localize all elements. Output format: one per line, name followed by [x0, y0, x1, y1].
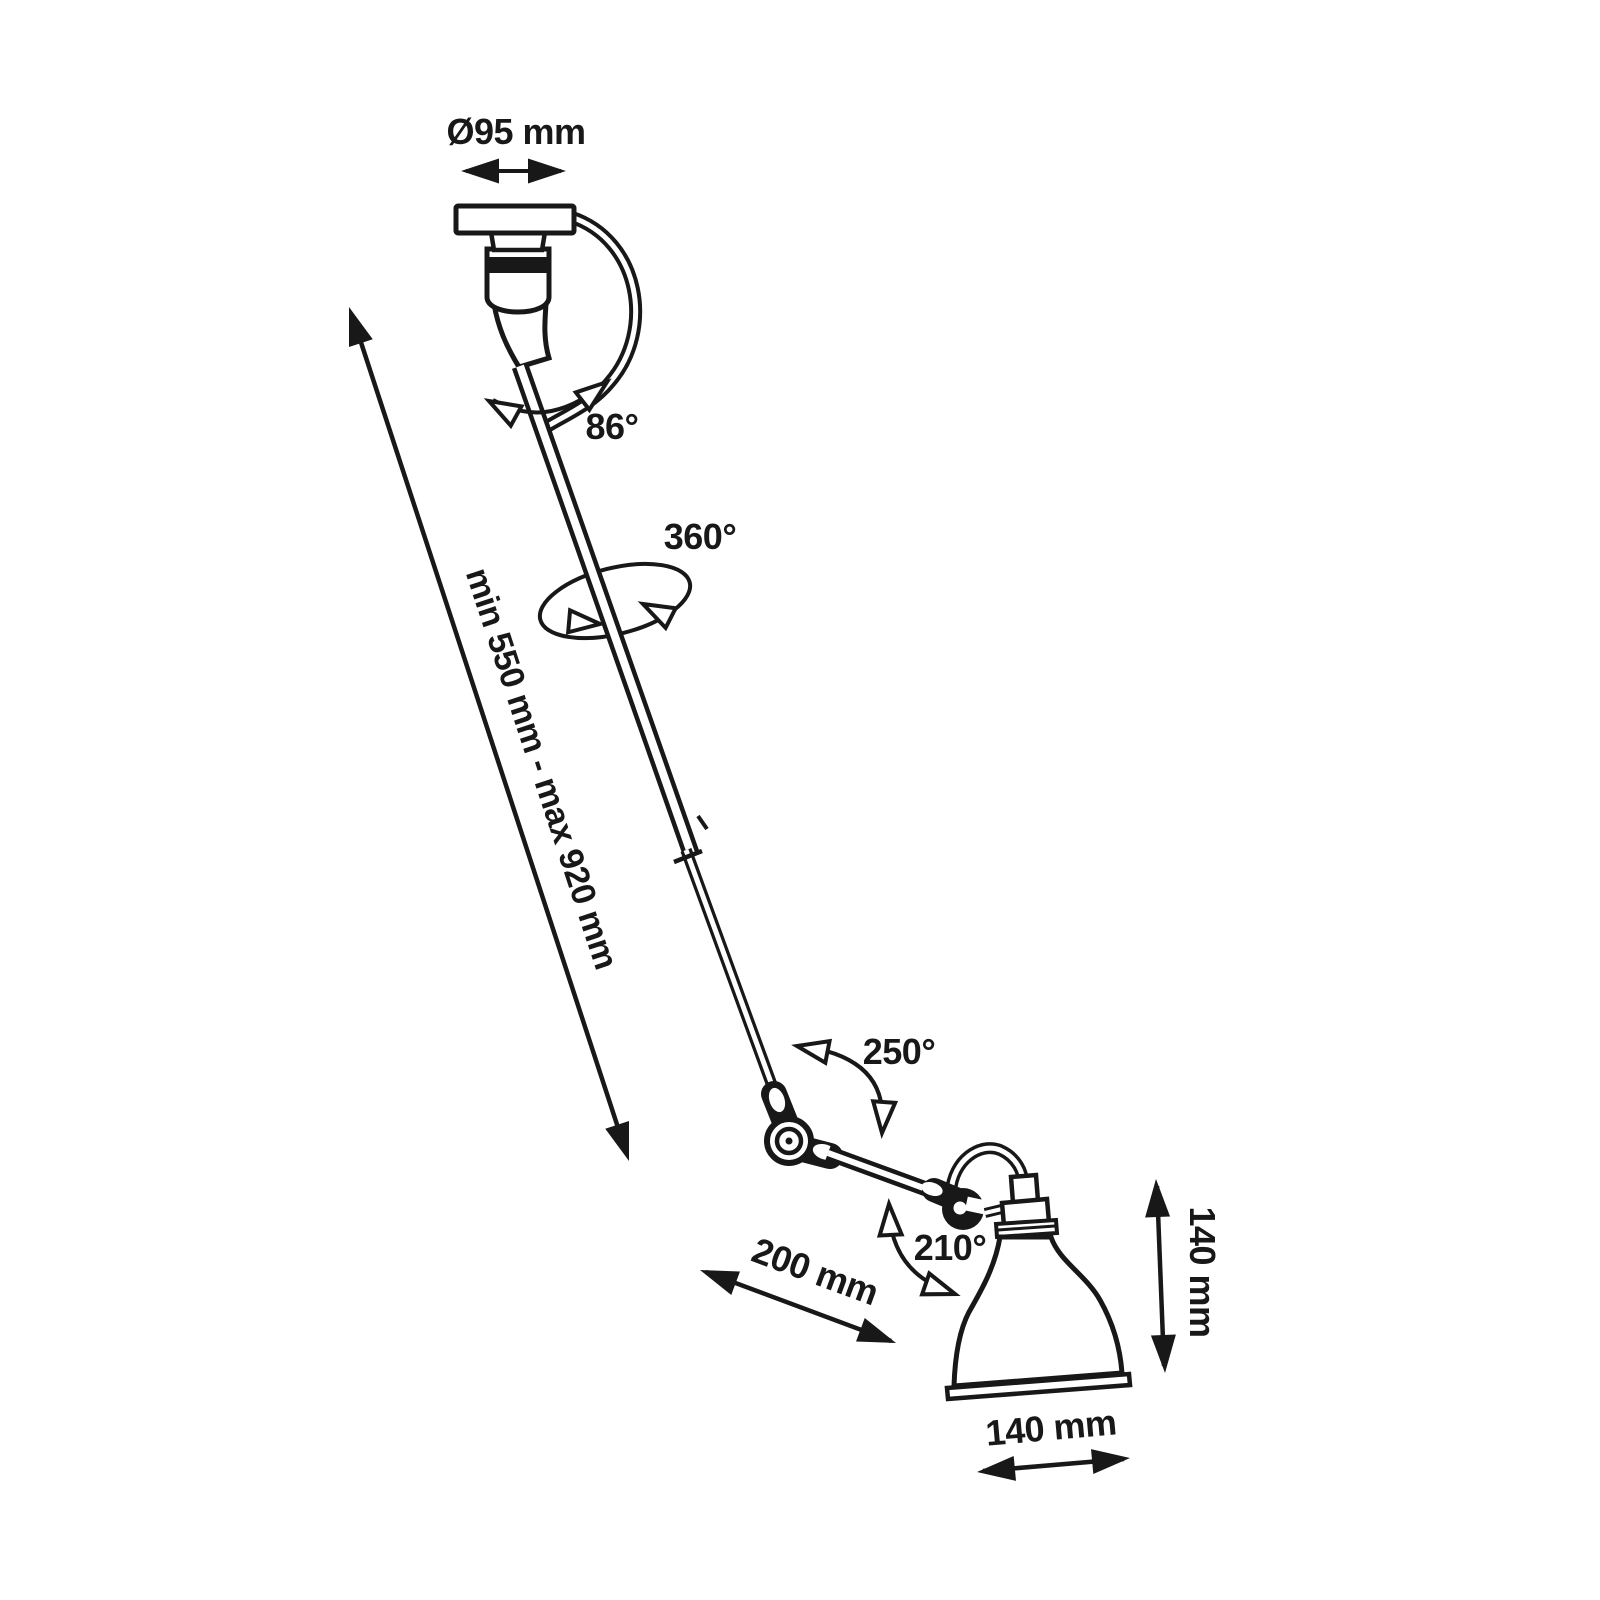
rotation-path — [537, 561, 693, 641]
ceiling-cable-core — [546, 214, 639, 429]
elbow-angle-label: 250° — [863, 1031, 935, 1072]
rotation-angle-label: 360° — [664, 516, 736, 557]
shade-joint-hole — [953, 1201, 967, 1215]
arm-length-arrowhead-left — [695, 1258, 740, 1295]
dimension-arm-length: 200 mm — [695, 1229, 901, 1355]
rotation-arrowhead-left — [566, 608, 603, 637]
dimension-shade-height: 140 mm — [1143, 1178, 1223, 1374]
ceiling-mount — [453, 203, 643, 432]
shade-angle-arrowhead-right — [920, 1271, 961, 1307]
lower-tube-core — [683, 849, 784, 1111]
shade-rim — [944, 1371, 1133, 1402]
arm-length-line — [705, 1269, 892, 1344]
upper-tube-core — [516, 364, 696, 858]
dimension-elbow-angle: 250° — [792, 1031, 936, 1136]
telescopic-arm — [511, 363, 787, 1112]
shade-assembly — [921, 1142, 1133, 1402]
height-range-arrowhead-bottom — [605, 1120, 641, 1165]
canopy-arrowhead-left — [461, 158, 499, 184]
dimension-shade-angle: 210° — [878, 1203, 987, 1307]
shade-height-arrowhead-top — [1143, 1178, 1171, 1218]
rotation-ellipse — [537, 561, 693, 641]
shade-joint-ear — [921, 1181, 943, 1197]
shade-height-label: 140 mm — [1182, 1206, 1223, 1337]
elbow-joint — [761, 1081, 843, 1169]
canopy-diameter-label: Ø95 mm — [446, 111, 585, 152]
dimension-canopy-diameter: Ø95 mm — [446, 111, 586, 184]
dimension-swivel-angle: 86° — [481, 371, 639, 447]
shade-diameter-label: 140 mm — [984, 1401, 1118, 1453]
shade-height-arrowhead-bottom — [1150, 1334, 1178, 1374]
height-range-arrowhead-top — [337, 303, 373, 348]
mount-bend — [491, 301, 553, 370]
shade-cable-core — [948, 1145, 1026, 1193]
elbow-angle-arrowhead-left — [792, 1033, 832, 1065]
tube-clip-notch — [696, 814, 709, 831]
arm-length-arrowhead-right — [856, 1318, 901, 1355]
shade-diameter-arrowhead-left — [975, 1456, 1016, 1485]
ceiling-canopy — [453, 203, 577, 236]
dimension-shade-diameter: 140 mm — [975, 1401, 1132, 1485]
knurl-band-line — [997, 1224, 1056, 1232]
shade-angle-arrowhead-top — [878, 1203, 902, 1235]
elbow-pivot-dot — [785, 1137, 793, 1145]
canopy-arrowhead-right — [528, 158, 566, 184]
elbow-angle-arrowhead-bottom — [869, 1099, 898, 1136]
swivel-arrowhead-left — [481, 389, 524, 428]
swivel-angle-label: 86° — [586, 406, 639, 447]
elbow-upper-ear — [768, 1087, 786, 1113]
arm-length-label: 200 mm — [747, 1229, 884, 1313]
shade-angle-label: 210° — [914, 1227, 986, 1268]
height-range-line — [350, 317, 629, 1153]
shade-diameter-arrowhead-right — [1091, 1445, 1132, 1474]
socket-band — [487, 257, 549, 273]
telescope-step — [673, 848, 703, 865]
